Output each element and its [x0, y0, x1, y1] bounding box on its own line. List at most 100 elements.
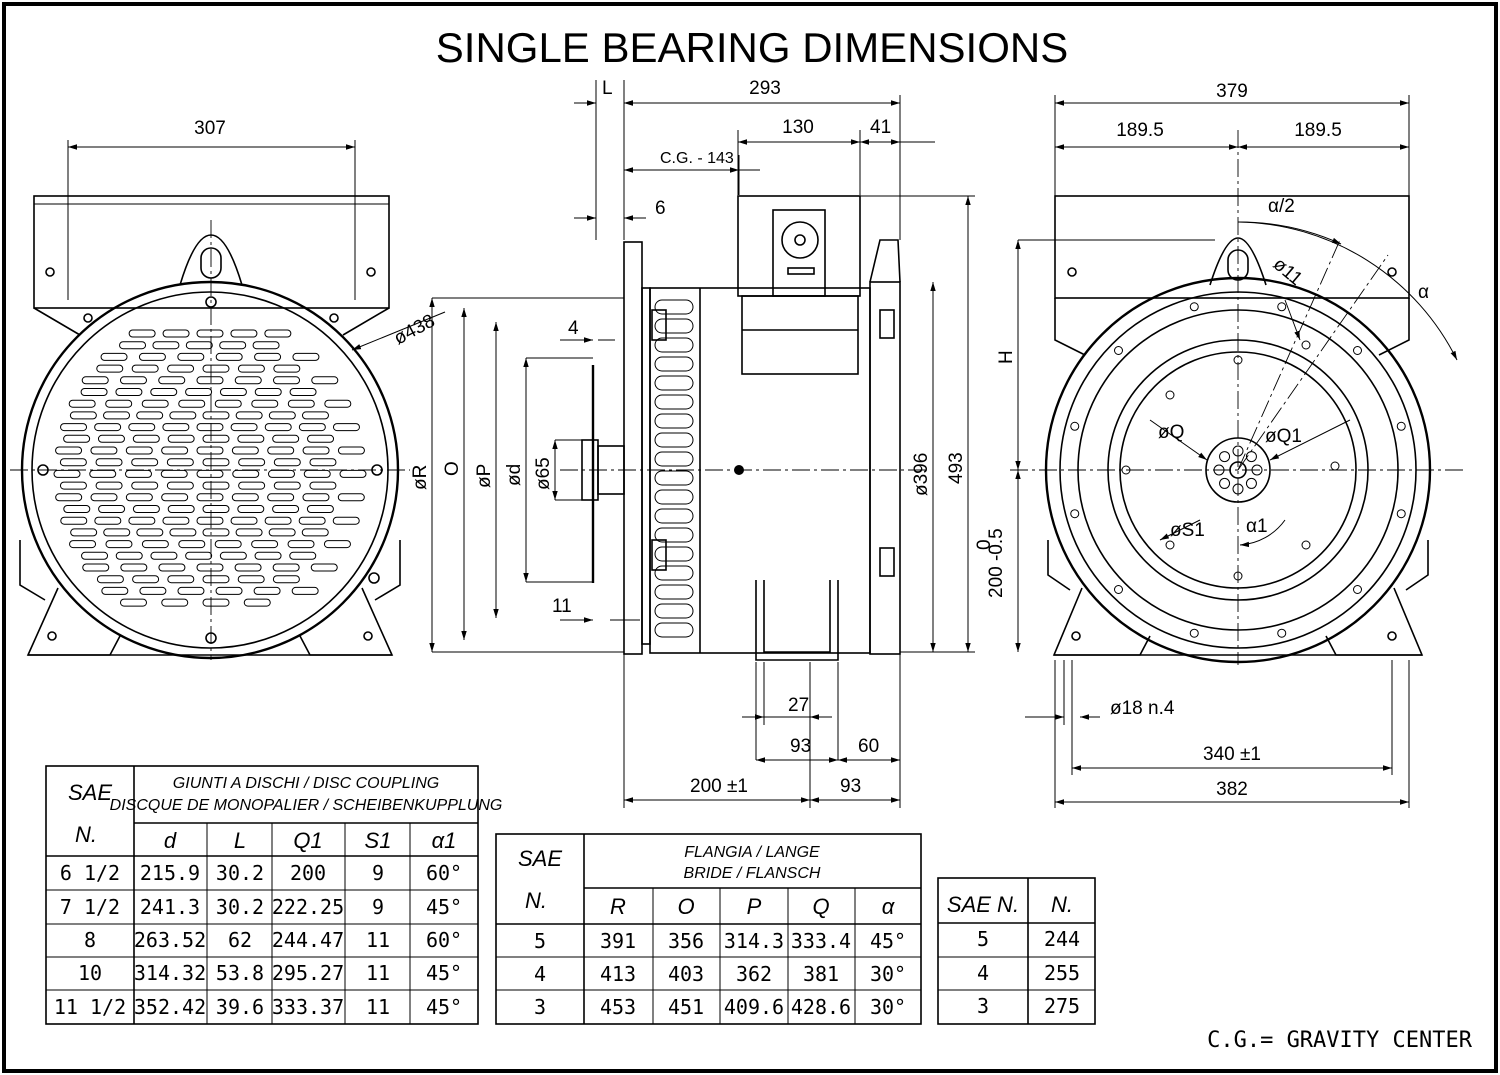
flange-cell: 333.4 — [791, 929, 851, 953]
vent-slot — [80, 388, 108, 396]
flange-col-header: O — [677, 894, 694, 919]
dim-130-label: 130 — [782, 117, 814, 138]
vent-slot — [311, 376, 339, 385]
vent-slot — [214, 540, 242, 549]
vent-slot — [95, 458, 123, 467]
vent-slot — [185, 341, 213, 350]
flange-title-line-2: BRIDE / FLANSCH — [684, 865, 821, 882]
vent-slot — [302, 493, 330, 502]
n-cell: 4 — [977, 961, 989, 985]
vent-slot — [272, 434, 300, 443]
vent-slot — [267, 446, 295, 455]
dia-438-label: ø438 — [390, 311, 438, 350]
fin-slot — [654, 489, 694, 505]
vent-slot — [202, 481, 230, 490]
coupling-bolt — [1301, 340, 1311, 350]
vent-slot — [196, 376, 224, 385]
vent-slot — [97, 434, 125, 443]
coupling-cell: 8 — [84, 928, 96, 952]
vent-slot — [273, 364, 301, 373]
vent-slot — [90, 493, 118, 502]
vent-slot — [332, 423, 360, 432]
vent-slot — [95, 481, 123, 490]
vent-slot — [235, 411, 263, 420]
vent-slot — [132, 505, 160, 513]
flange-bolt — [1396, 509, 1406, 519]
coupling-bolt — [1330, 461, 1340, 471]
vent-slot — [158, 563, 186, 572]
dim-L-label: L — [602, 78, 613, 99]
vent-slot — [160, 469, 188, 478]
coupling-title-line-2: DISCQUE DE MONOPALIER / SCHEIBENKUPPLUNG — [110, 797, 503, 814]
vent-slot — [287, 399, 315, 408]
dim-382-label: 382 — [1216, 779, 1248, 800]
n-cell: 255 — [1044, 961, 1080, 985]
coupling-n-header: N. — [75, 822, 97, 847]
vent-slot — [162, 516, 190, 525]
dim-93b-label: 93 — [840, 776, 861, 797]
vent-slot — [152, 341, 180, 350]
page-title: SINGLE BEARING DIMENSIONS — [436, 24, 1068, 71]
vent-slot — [202, 434, 230, 443]
ventilation-slots — [53, 329, 367, 607]
front-view: 307 ø438 — [10, 118, 446, 660]
coupling-cell: 222.25 — [272, 895, 344, 919]
flange-cell: 413 — [600, 962, 636, 986]
vent-slot — [69, 540, 97, 549]
vent-slot — [101, 586, 129, 595]
fin-slot — [654, 470, 694, 486]
vent-slot — [128, 423, 156, 432]
dim-d-label: ød — [504, 464, 525, 486]
vent-slot — [128, 516, 156, 525]
dia-18-label: ø18 n.4 — [1110, 698, 1175, 719]
vent-slot — [68, 399, 96, 408]
vent-slot — [169, 528, 197, 537]
vent-slot — [264, 423, 292, 432]
fin-slot — [654, 375, 694, 391]
vent-slot — [166, 481, 194, 490]
vent-slot — [82, 563, 110, 572]
vent-slot — [339, 469, 367, 478]
vent-slot — [272, 505, 300, 513]
vent-slot — [234, 376, 262, 385]
vent-slot — [100, 352, 128, 361]
dim-293-label: 293 — [749, 78, 781, 99]
flange-cell: 3 — [534, 995, 546, 1019]
fin-slot — [654, 356, 694, 372]
vent-slot — [292, 352, 320, 361]
coupling-cell: 333.37 — [272, 995, 344, 1019]
flange-col-header: Q — [812, 894, 829, 919]
vent-slot — [105, 540, 133, 549]
vent-slot — [230, 516, 258, 525]
vent-slot — [272, 563, 300, 572]
fin-slot — [654, 546, 694, 562]
coupling-cell: 9 — [372, 861, 384, 885]
coupling-col-header: Q1 — [293, 828, 322, 853]
coupling-cell: 11 — [366, 961, 390, 985]
coupling-cell: 200 — [290, 861, 326, 885]
vent-slot — [268, 411, 296, 420]
n-cell: 244 — [1044, 927, 1080, 951]
vent-slot — [196, 469, 224, 478]
vent-slot — [289, 388, 317, 396]
vent-slot — [167, 434, 195, 443]
vent-slot — [273, 481, 301, 490]
vent-slot — [301, 411, 329, 420]
vent-slot — [215, 586, 243, 595]
vent-slot — [136, 528, 164, 537]
hub-hole — [1245, 451, 1257, 463]
fin-slot — [654, 337, 694, 353]
vent-slot — [302, 446, 330, 455]
vent-slot — [161, 493, 189, 502]
vent-slot — [237, 575, 265, 584]
coupling-cell: 263.52 — [134, 928, 206, 952]
vent-slot — [324, 399, 352, 408]
vent-slot — [264, 516, 292, 525]
dim-189a-label: 189.5 — [1116, 120, 1164, 141]
coupling-cell: 11 — [366, 995, 390, 1019]
flange-cell: 381 — [803, 962, 839, 986]
vent-slot — [234, 563, 262, 572]
vent-slot — [177, 352, 205, 361]
